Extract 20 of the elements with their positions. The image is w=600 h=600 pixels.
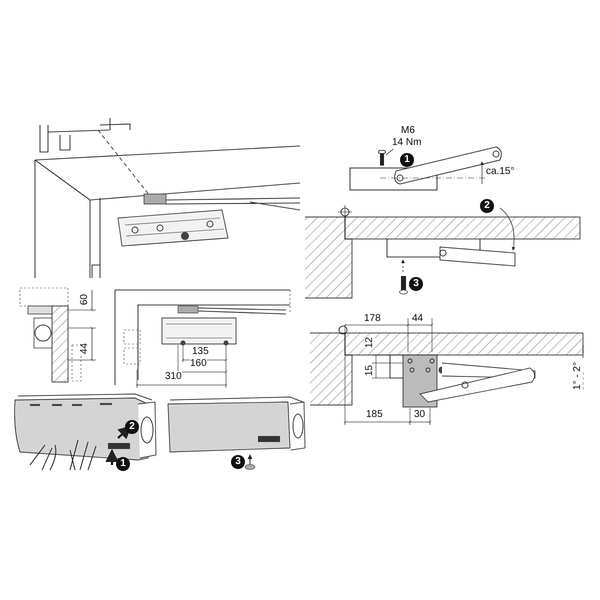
dimension-label: 12 [364,337,375,348]
dimension-label: 30 [414,409,426,420]
screw-spec-text: M6 14 Nm [392,125,425,149]
dimension-label: 178 [364,313,381,324]
leader-line [386,148,394,156]
callout-number: 1 [400,153,414,167]
dimension-label: 44 [412,313,424,324]
dimension-label: 135 [192,346,209,357]
dimension-label: 310 [165,371,182,382]
callout-number: 3 [409,277,423,291]
callout-number: 1 [116,457,130,471]
callout-number: 2 [480,199,494,213]
dimension-label: 1° - 2° [572,362,583,390]
dimension-label: 185 [366,409,383,420]
callout-number: 3 [231,455,245,469]
dimension-label: 160 [190,358,207,369]
dimension-label: 15 [364,365,375,376]
angle-label: ca.15° [486,166,514,177]
dimension-label: 60 [79,294,90,306]
dimension-label: 44 [79,343,90,354]
